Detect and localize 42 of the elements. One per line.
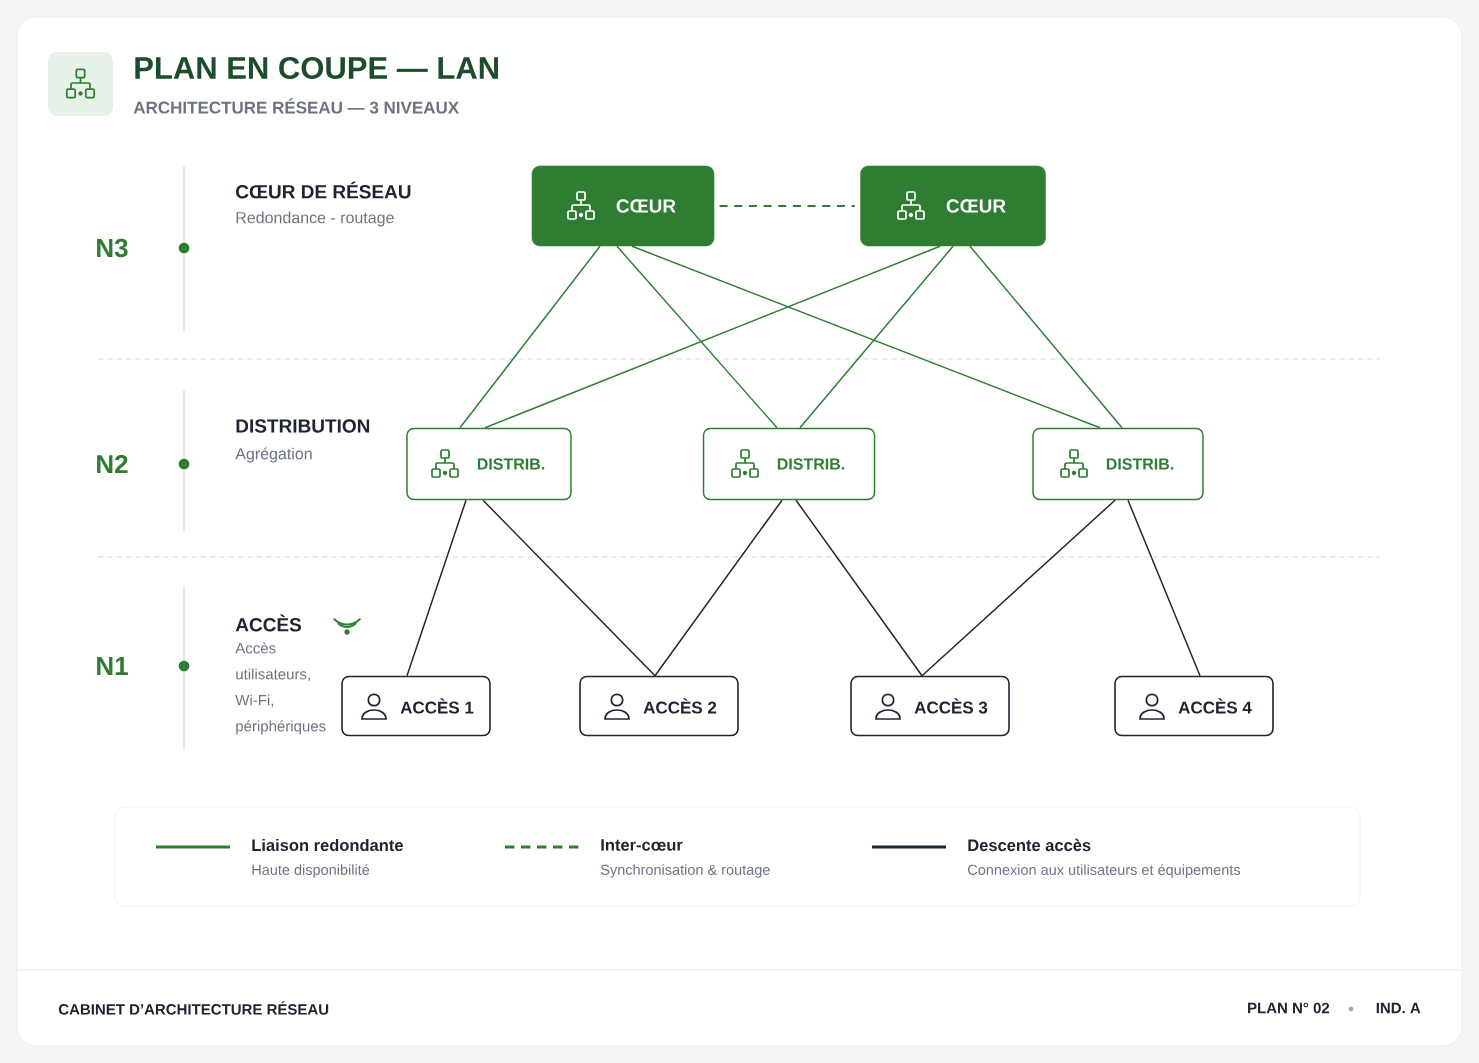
tier-heading: DISTRIBUTION bbox=[236, 419, 370, 433]
tier-heading: CŒUR DE RÉSEAU bbox=[236, 181, 411, 199]
level-label: N2 bbox=[97, 454, 128, 474]
link-line bbox=[484, 245, 941, 429]
access-box: ACCÈS 2 bbox=[579, 675, 739, 737]
tier-description: Agrégation bbox=[235, 447, 312, 463]
link-line bbox=[1127, 499, 1201, 677]
link-line bbox=[631, 245, 1101, 429]
access-box: ACCÈS 4 bbox=[1114, 675, 1274, 737]
legend-label: Inter-cœur bbox=[601, 839, 683, 851]
plan-number: PLAN N° 02 bbox=[1248, 1002, 1330, 1014]
distribution-switch-box: DISTRIB. bbox=[702, 427, 876, 501]
legend-label: Descente accès bbox=[968, 838, 1091, 852]
legend-label: Liaison redondante bbox=[252, 838, 403, 852]
link-line bbox=[459, 245, 601, 429]
tier-description: Redondance - routage bbox=[236, 211, 394, 227]
legend-description: Haute disponibilité bbox=[252, 864, 370, 878]
dashed-link bbox=[718, 205, 856, 207]
core-switch-box: CŒUR bbox=[860, 165, 1046, 247]
legend-description: Synchronisation & routage bbox=[600, 864, 770, 878]
level-label: N1 bbox=[97, 657, 128, 675]
link-line bbox=[921, 499, 1116, 677]
footer-text: CABINET D’ARCHITECTURE RÉSEAU bbox=[58, 1001, 329, 1015]
distribution-switch-box: DISTRIB. bbox=[406, 427, 572, 501]
distribution-switch-box: DISTRIB. bbox=[1032, 427, 1204, 501]
link-line bbox=[482, 499, 656, 677]
access-box: ACCÈS 1 bbox=[341, 675, 491, 737]
link-line bbox=[795, 499, 923, 677]
link-line bbox=[654, 499, 783, 677]
revision-index: IND. A bbox=[1376, 1002, 1421, 1014]
link-line bbox=[969, 245, 1123, 429]
link-line bbox=[406, 499, 467, 677]
title: PLAN EN COUPE — LAN bbox=[135, 57, 498, 79]
access-box: ACCÈS 3 bbox=[850, 675, 1010, 737]
tier-description: Accès utilisateurs, Wi-Fi, périphériques bbox=[235, 642, 326, 735]
tier-heading: ACCÈS bbox=[235, 614, 302, 632]
subtitle: ARCHITECTURE RÉSEAU — 3 NIVEAUX bbox=[133, 98, 459, 114]
level-label: N3 bbox=[97, 238, 128, 258]
link-line bbox=[799, 245, 954, 429]
core-switch-box: CŒUR bbox=[531, 165, 715, 247]
link-line bbox=[616, 245, 778, 429]
legend-description: Connexion aux utilisateurs et équipements bbox=[968, 864, 1241, 878]
